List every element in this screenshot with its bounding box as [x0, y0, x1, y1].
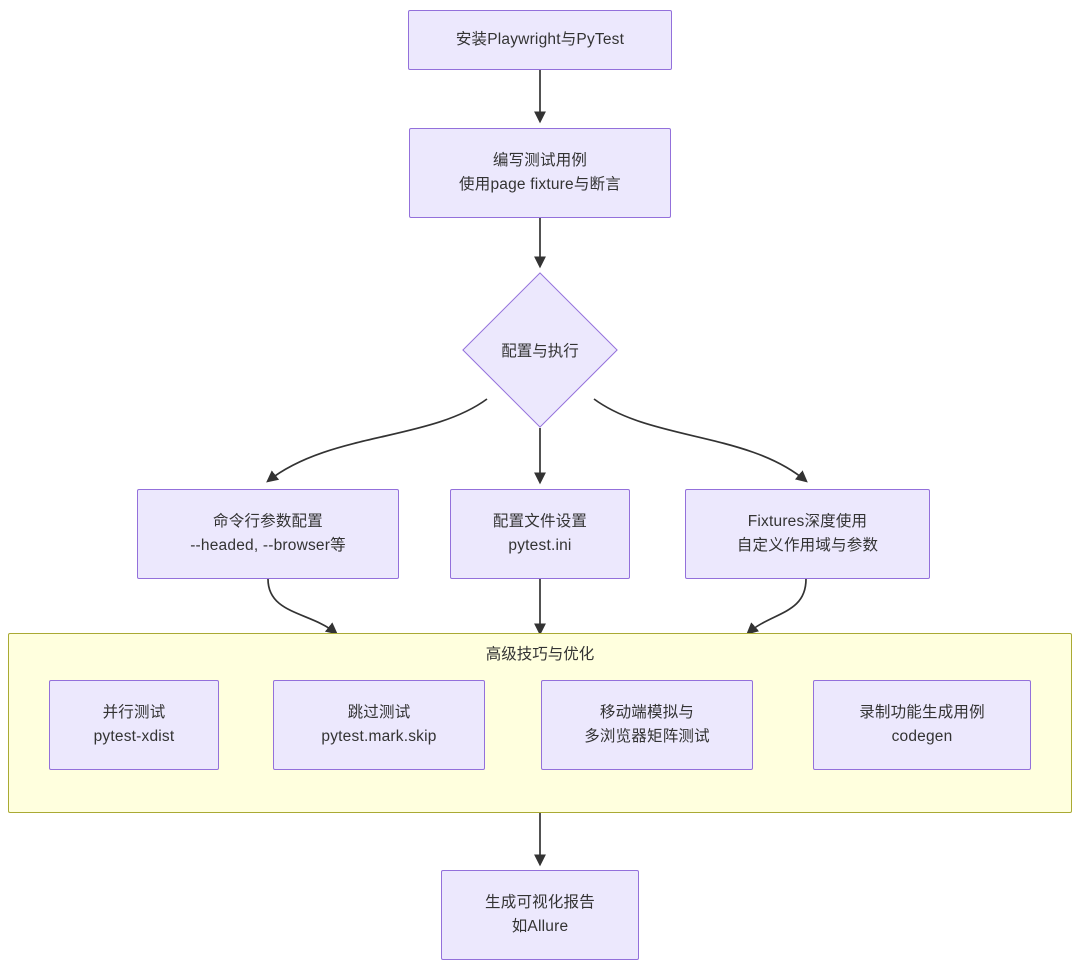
edge-fixtures-to-subgraph — [746, 578, 807, 635]
edge-decision-to-cli-config — [266, 398, 488, 483]
node-install[interactable]: 安装Playwright与PyTest — [408, 10, 672, 70]
node-fixtures-line-1: Fixtures深度使用 — [747, 512, 868, 530]
node-install-line-1: 安装Playwright与PyTest — [455, 30, 625, 48]
node-mobile-emulation[interactable]: 移动端模拟与 多浏览器矩阵测试 — [541, 680, 753, 770]
node-write-tests[interactable]: 编写测试用例 使用page fixture与断言 — [409, 128, 671, 218]
node-file-config-line-2: pytest.ini — [508, 537, 572, 554]
node-mobile-emulation-line-2: 多浏览器矩阵测试 — [584, 728, 710, 745]
edge-decision-to-fixtures — [593, 398, 808, 483]
node-cli-config-line-1: 命令行参数配置 — [213, 512, 323, 530]
node-decision-configure-and-run[interactable]: 配置与执行 — [462, 272, 618, 428]
node-parallel-test[interactable]: 并行测试 pytest-xdist — [49, 680, 219, 770]
subgraph-advanced-techniques[interactable]: 高级技巧与优化 并行测试 pytest-xdist 跳过测试 pytest.ma… — [8, 633, 1072, 813]
node-skip-test[interactable]: 跳过测试 pytest.mark.skip — [273, 680, 485, 770]
node-decision-label: 配置与执行 — [501, 343, 579, 360]
node-mobile-emulation-line-1: 移动端模拟与 — [599, 703, 695, 721]
node-report-line-1: 生成可视化报告 — [485, 893, 595, 911]
node-write-tests-line-1: 编写测试用例 — [492, 151, 588, 169]
node-file-config-line-1: 配置文件设置 — [492, 512, 588, 530]
node-skip-test-line-1: 跳过测试 — [347, 703, 411, 721]
node-codegen[interactable]: 录制功能生成用例 codegen — [813, 680, 1031, 770]
node-cli-config-line-2: --headed, --browser等 — [190, 537, 346, 554]
subgraph-title: 高级技巧与优化 — [485, 646, 595, 663]
node-fixtures-line-2: 自定义作用域与参数 — [736, 537, 879, 554]
node-write-tests-line-2: 使用page fixture与断言 — [459, 176, 621, 193]
node-parallel-test-line-1: 并行测试 — [102, 703, 166, 721]
node-skip-test-line-2: pytest.mark.skip — [321, 728, 437, 745]
node-fixtures[interactable]: Fixtures深度使用 自定义作用域与参数 — [685, 489, 930, 579]
node-report-line-2: 如Allure — [511, 918, 569, 935]
node-file-config[interactable]: 配置文件设置 pytest.ini — [450, 489, 630, 579]
node-codegen-line-1: 录制功能生成用例 — [859, 703, 985, 721]
edge-cli-config-to-subgraph — [267, 578, 338, 635]
node-report[interactable]: 生成可视化报告 如Allure — [441, 870, 639, 960]
node-codegen-line-2: codegen — [891, 728, 953, 745]
node-parallel-test-line-2: pytest-xdist — [93, 728, 175, 745]
node-cli-config[interactable]: 命令行参数配置 --headed, --browser等 — [137, 489, 399, 579]
